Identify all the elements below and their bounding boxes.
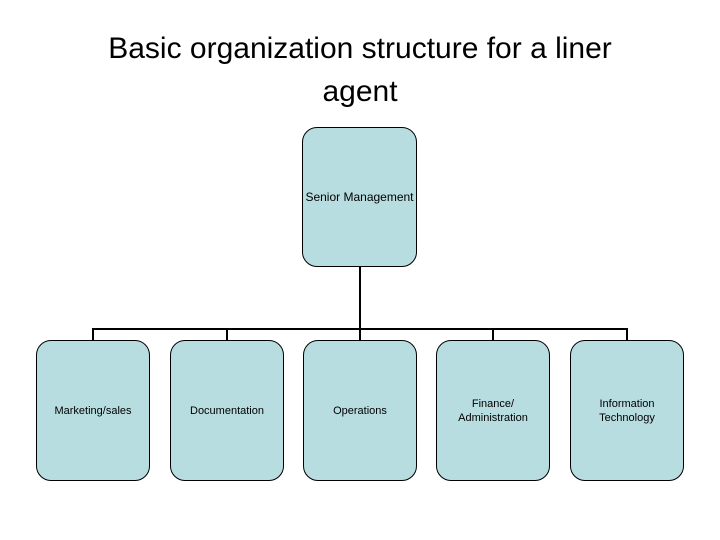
org-node-operations[interactable]: Operations <box>303 328 417 481</box>
org-node-label: Documentation <box>190 404 264 417</box>
slide-title-line-1: Basic organization structure for a liner <box>108 32 612 65</box>
org-node-documentation[interactable]: Documentation <box>170 328 284 481</box>
org-node-information-technology[interactable]: Information Technology <box>570 328 684 481</box>
slide-title-line-2: agent <box>322 75 398 108</box>
org-node-senior-management[interactable]: Senior Management <box>302 127 417 328</box>
org-node-label: Senior Management <box>305 189 414 204</box>
org-node-marketing-sales[interactable]: Marketing/sales <box>36 328 150 481</box>
slide-title: Basic organization structure for a liner… <box>0 27 720 113</box>
org-node-label: Marketing/sales <box>54 404 132 417</box>
org-node-label: Finance/ Administration <box>458 397 528 424</box>
org-node-label: Operations <box>333 404 387 417</box>
org-node-label: Information Technology <box>599 397 655 424</box>
org-node-finance-administration[interactable]: Finance/ Administration <box>436 328 550 481</box>
